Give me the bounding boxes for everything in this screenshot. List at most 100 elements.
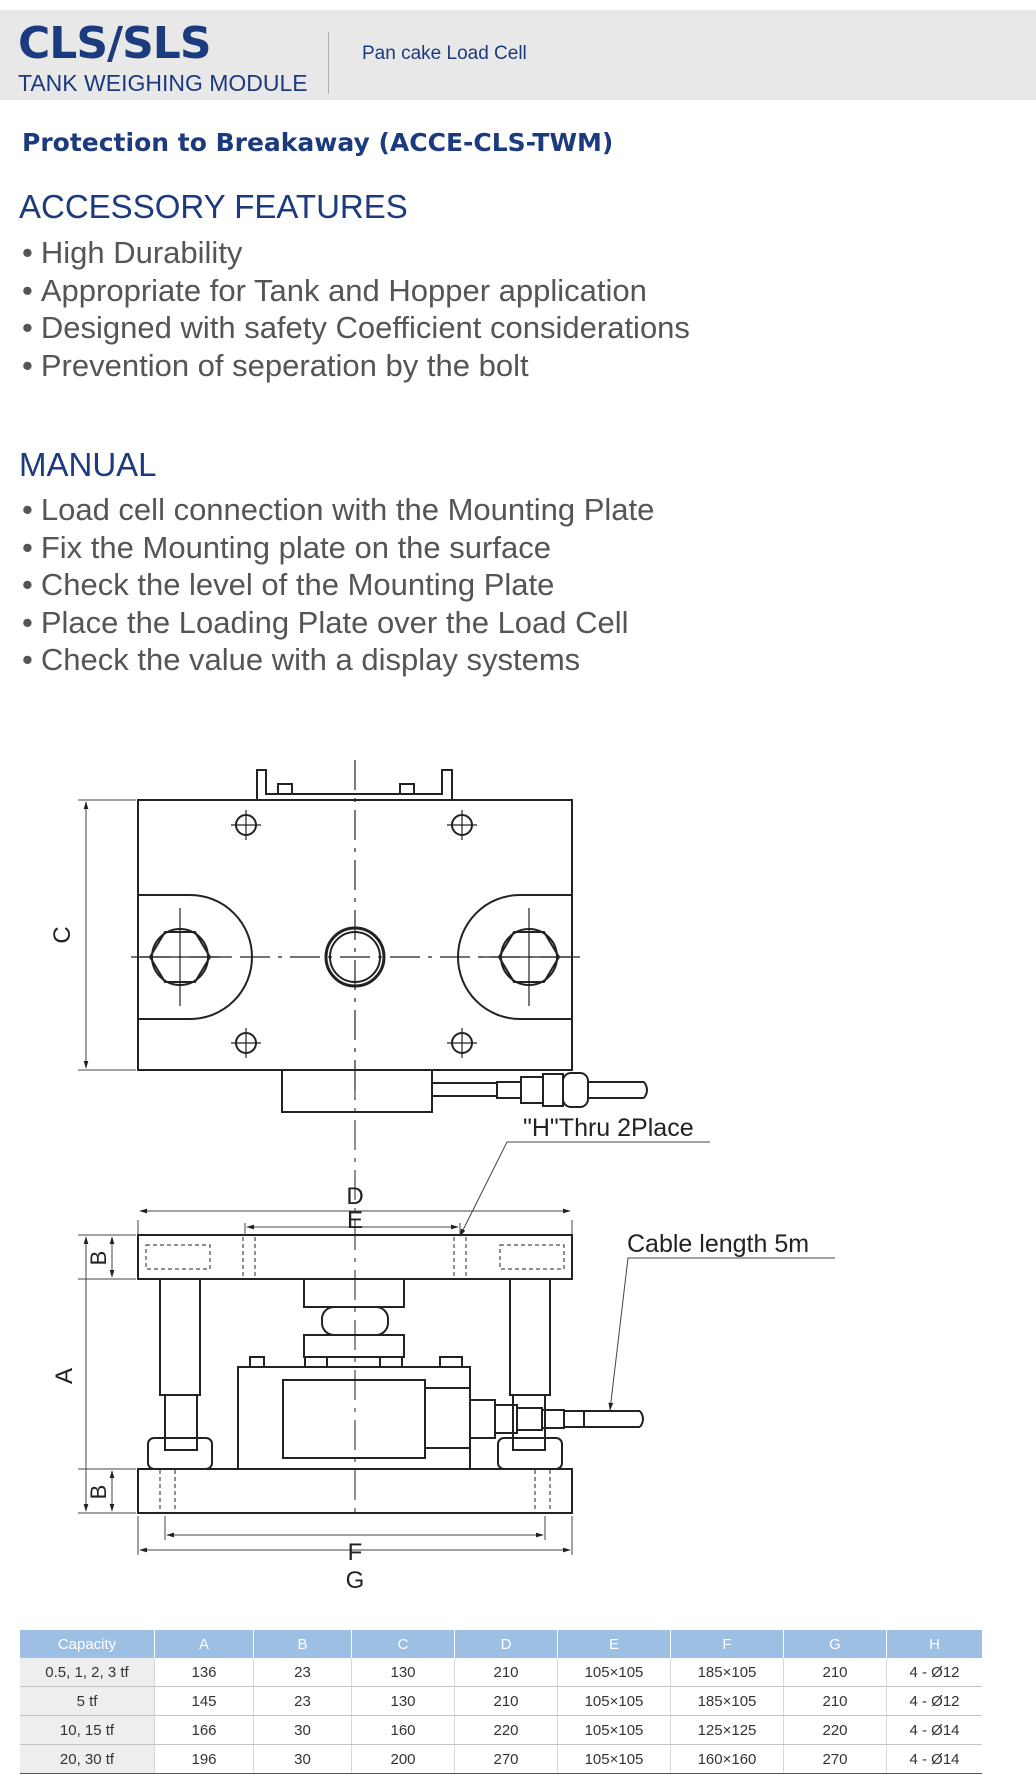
table-cell: 105×105 [557,1744,671,1774]
right-column-foot [512,1394,546,1451]
top-centerlines [131,760,580,1100]
left-column-foot [164,1394,198,1451]
load-cell-housing [282,1379,426,1459]
cable-gland-side [470,1399,496,1439]
table-header: E [557,1630,671,1658]
left-hex-nut [147,1437,213,1470]
header-tagline: Pan cake Load Cell [362,43,527,64]
bracket-bolt [277,783,293,795]
cable-side [584,1410,640,1428]
cable-end-side [639,1410,644,1428]
hidden-lines [145,1237,565,1513]
table-cell: 145 [154,1686,254,1716]
table-cell: 210 [454,1686,558,1716]
table-cell: 23 [253,1658,352,1687]
bracket-bolt [399,783,415,795]
table-cell: 4 - Ø12 [886,1686,982,1716]
cable-end [643,1081,648,1099]
dim-label-b-top: B [86,1251,111,1266]
table-row: 0.5, 1, 2, 3 tf 136 23 130 210 105×105 1… [20,1658,982,1687]
manual-item: Load cell connection with the Mounting P… [22,491,655,529]
table-cell: 185×105 [670,1658,784,1687]
table-header: F [670,1630,784,1658]
table-cell: 196 [154,1744,254,1774]
right-hex-nut [497,1437,563,1470]
table-cell: 166 [154,1715,254,1745]
mounting-block [237,1366,471,1470]
strain-relief [562,1072,589,1108]
table-cell: 160×160 [670,1744,784,1774]
table-header: H [886,1630,982,1658]
side-dimensions [78,1070,835,1555]
manual-item: Check the level of the Mounting Plate [22,566,654,604]
table-cell: 105×105 [557,1658,671,1687]
table-cell: 130 [351,1686,455,1716]
table-cell: 160 [351,1715,455,1745]
table-header: Capacity [20,1630,155,1658]
table-cell: 136 [154,1658,254,1687]
table-header: A [154,1630,254,1658]
load-button [303,1278,405,1308]
dim-label-a: A [51,1368,78,1384]
table-cell: 210 [783,1686,887,1716]
table-cell: 23 [253,1686,352,1716]
dim-c [78,799,136,1071]
brand-title: CLS/SLS [18,18,212,69]
table-cell: 30 [253,1744,352,1774]
top-bracket [256,769,453,800]
technical-drawing: C [49,760,835,1594]
table-cell: 30 [253,1715,352,1745]
table-cell: 125×125 [670,1715,784,1745]
dim-label-f: F [348,1539,363,1566]
table-cell: 4 - Ø14 [886,1715,982,1745]
left-column [159,1278,201,1396]
side-bolt [249,1356,265,1368]
table-cell: 4 - Ø14 [886,1744,982,1774]
dim-label-e: E [347,1207,363,1234]
load-cell-body [281,1070,433,1113]
cable-length-callout: Cable length 5m [627,1230,809,1258]
spec-table: Capacity A B C D E F G H 0.5, 1, 2, 3 tf… [20,1630,982,1774]
header-divider [328,32,329,94]
table-cell: 210 [783,1658,887,1687]
strain-relief [520,1076,544,1104]
table-header: D [454,1630,558,1658]
table-cell: 0.5, 1, 2, 3 tf [20,1658,155,1687]
table-header: C [351,1630,455,1658]
table-cell: 130 [351,1658,455,1687]
side-view [137,1234,644,1514]
brand-subtitle: TANK WEIGHING MODULE [18,70,308,96]
table-row: 5 tf 145 23 130 210 105×105 185×105 210 … [20,1686,982,1716]
table-header-row: Capacity A B C D E F G H [20,1630,982,1658]
side-bolt [439,1356,463,1368]
table-cell: 4 - Ø12 [886,1658,982,1687]
strain-relief [496,1081,522,1099]
feature-item: High Durability [22,234,690,272]
table-cell: 105×105 [557,1715,671,1745]
side-bolt [304,1356,328,1368]
feature-item: Appropriate for Tank and Hopper applicat… [22,272,690,310]
strain-relief-side [563,1410,585,1428]
table-header: G [783,1630,887,1658]
dim-label-c: C [49,926,76,943]
table-cell: 210 [454,1658,558,1687]
header-bar: CLS/SLS TANK WEIGHING MODULE Pan cake Lo… [0,10,1036,100]
table-cell: 20, 30 tf [20,1744,155,1774]
dim-label-d: D [346,1183,363,1210]
table-cell: 185×105 [670,1686,784,1716]
strain-relief-side [516,1407,543,1431]
section-title: Protection to Breakaway (ACCE-CLS-TWM) [22,128,614,157]
table-cell: 5 tf [20,1686,155,1716]
table-cell: 220 [454,1715,558,1745]
table-cell: 270 [783,1744,887,1774]
strain-relief [542,1073,564,1107]
dim-label-b-bottom: B [86,1485,111,1500]
feature-item: Designed with safety Coefficient conside… [22,309,690,347]
manual-item: Fix the Mounting plate on the surface [22,529,654,567]
manual-heading: MANUAL [19,446,157,483]
table-cell: 105×105 [557,1686,671,1716]
table-row: 10, 15 tf 166 30 160 220 105×105 125×125… [20,1715,982,1745]
thru-hole-callout: "H"Thru 2Place [523,1114,694,1142]
table-cell: 200 [351,1744,455,1774]
manual-item: Check the value with a display systems [22,641,654,679]
